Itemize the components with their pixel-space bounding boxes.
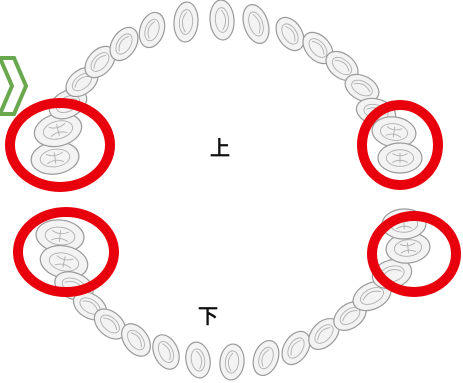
- highlight-ring-lower-left: [13, 207, 119, 297]
- highlight-ring-lower-right: [367, 211, 461, 297]
- tooth-lower-arch-11: [308, 318, 340, 350]
- tooth-lower-arch-7: [185, 341, 211, 379]
- tooth-upper-arch-1: [33, 112, 83, 148]
- tooth-lower-arch-4: [93, 308, 127, 340]
- tooth-upper-arch-6: [138, 11, 166, 49]
- tooth-upper-arch-5: [109, 26, 139, 62]
- tooth-lower-arch-9: [252, 339, 280, 377]
- tooth-upper-arch-10: [275, 16, 305, 52]
- tooth-upper-arch-9: [242, 4, 270, 44]
- tooth-lower-arch-6: [152, 334, 180, 370]
- tooth-upper-arch-13: [344, 73, 380, 103]
- tooth-lower-arch-8: [219, 343, 245, 381]
- upper-dental-arch: [30, 0, 423, 175]
- upper-arch-label: 上: [210, 136, 230, 160]
- lower-dental-arch: [35, 208, 431, 381]
- tooth-lower-arch-10: [281, 330, 311, 366]
- lower-arch-label: 下: [198, 304, 218, 328]
- arrow-chevron-icon: [0, 56, 29, 116]
- tooth-upper-arch-4: [84, 45, 116, 79]
- tooth-lower-arch-5: [121, 323, 151, 357]
- tooth-upper-arch-8: [209, 0, 235, 41]
- highlight-ring-upper-right: [357, 100, 443, 190]
- tooth-upper-arch-7: [173, 1, 199, 43]
- tooth-upper-arch-16: [377, 142, 423, 174]
- highlight-ring-upper-left: [5, 98, 115, 192]
